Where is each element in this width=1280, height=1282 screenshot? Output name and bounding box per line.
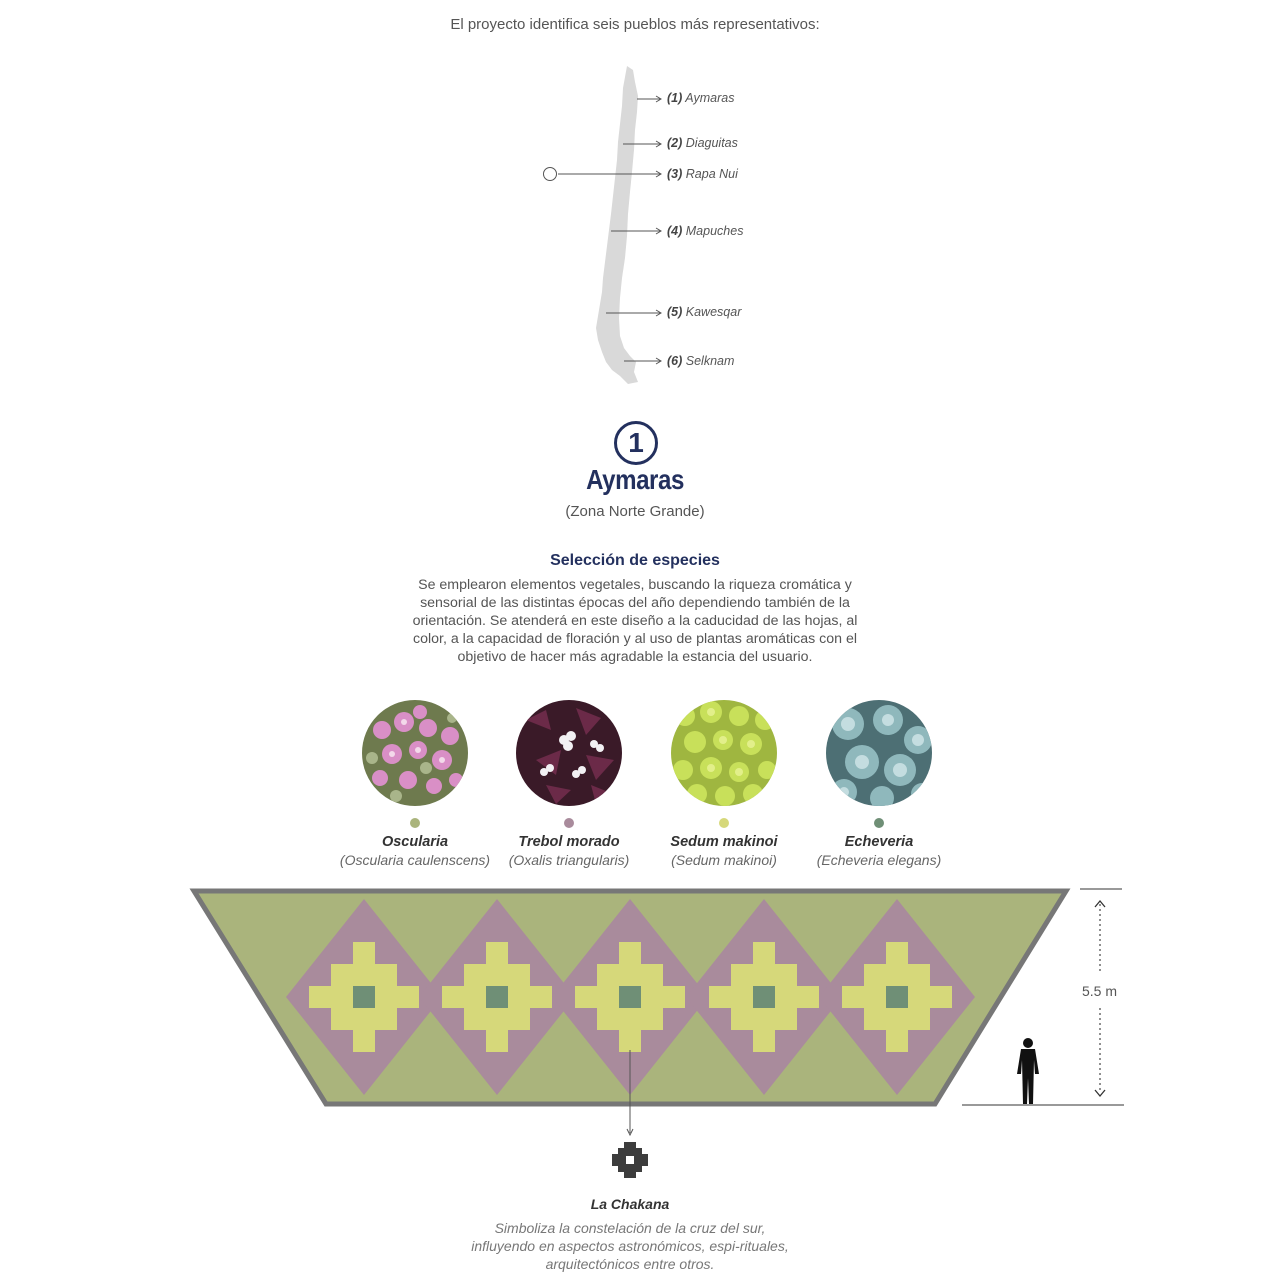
- rapa-nui-marker: [543, 167, 557, 181]
- plant-scientific-name: (Oxalis triangularis): [508, 852, 630, 868]
- height-dimension-label: 5.5 m: [1082, 983, 1118, 999]
- plant-name: Sedum makinoi: [670, 834, 778, 850]
- plant-card-trebol-morado: Trebol morado (Oxalis triangularis): [484, 700, 654, 868]
- map-label-1: (1) Aymaras: [667, 91, 735, 105]
- intro-text: El proyecto identifica seis pueblos más …: [450, 16, 820, 33]
- number-badge: 1: [614, 421, 658, 465]
- person-silhouette: [1017, 1038, 1039, 1104]
- page-title: Aymaras: [586, 464, 684, 495]
- trebol-color-dot: [564, 818, 574, 828]
- garden-plan: [189, 888, 1124, 1137]
- plant-name: Trebol morado: [518, 834, 620, 850]
- section-body: Se emplearon elementos vegetales, buscan…: [412, 577, 858, 665]
- map-label-6: (6) Selknam: [667, 354, 735, 368]
- chakana-pattern-row: [286, 899, 975, 1095]
- pattern-center-square: [753, 986, 775, 1008]
- plant-scientific-name: (Sedum makinoi): [671, 852, 777, 868]
- pattern-center-square: [619, 986, 641, 1008]
- chile-map: [543, 66, 662, 384]
- trebol-morado-photo: [516, 700, 622, 806]
- chile-map-shape: [596, 66, 638, 384]
- section-title: Selección de especies: [550, 552, 720, 569]
- map-label-5: (5) Kawesqar: [667, 305, 742, 319]
- plant-name: Echeveria: [844, 834, 914, 850]
- chakana-icon: [612, 1142, 648, 1178]
- plant-scientific-name: (Echeveria elegans): [816, 852, 942, 868]
- pattern-center-square: [353, 986, 375, 1008]
- plant-card-echeveria: Echeveria (Echeveria elegans): [794, 700, 964, 868]
- plant-card-oscularia: Oscularia (Oscularia caulenscens): [330, 700, 500, 868]
- pattern-center-square: [886, 986, 908, 1008]
- sedum-makinoi-photo: [671, 700, 777, 806]
- chakana-title: La Chakana: [590, 1196, 670, 1212]
- map-label-3: (3) Rapa Nui: [667, 167, 738, 181]
- echeveria-color-dot: [874, 818, 884, 828]
- oscularia-photo: [362, 700, 468, 806]
- map-label-2: (2) Diaguitas: [667, 136, 738, 150]
- sedum-color-dot: [719, 818, 729, 828]
- plant-name: Oscularia: [381, 834, 449, 850]
- chakana-description: Simboliza la constelación de la cruz del…: [471, 1220, 789, 1272]
- plant-scientific-name: (Oscularia caulenscens): [339, 852, 491, 868]
- pattern-center-square: [486, 986, 508, 1008]
- map-label-4: (4) Mapuches: [667, 224, 744, 238]
- oscularia-color-dot: [410, 818, 420, 828]
- echeveria-photo: [826, 700, 932, 806]
- page-subtitle: (Zona Norte Grande): [565, 503, 705, 520]
- plant-card-sedum-makinoi: Sedum makinoi (Sedum makinoi): [639, 700, 809, 868]
